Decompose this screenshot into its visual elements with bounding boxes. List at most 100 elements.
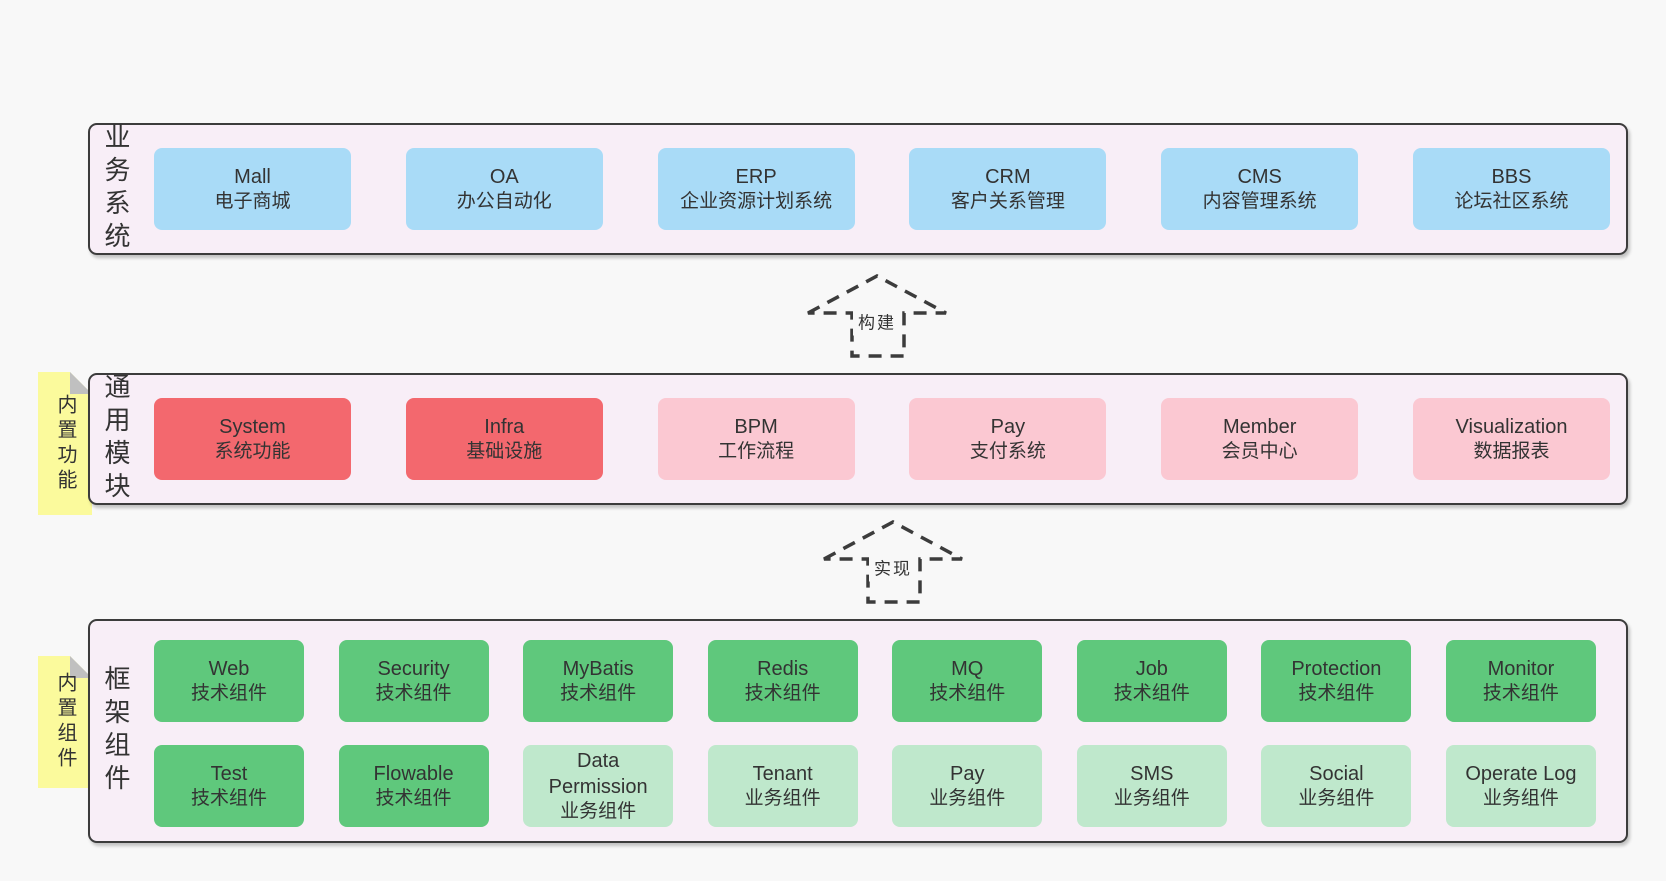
box-redis: Redis 技术组件 <box>707 640 858 722</box>
box-title: Protection <box>1291 657 1382 680</box>
box-title: Web <box>208 657 250 680</box>
box-job: Job 技术组件 <box>1076 640 1227 722</box>
box-subtitle: 技术组件 <box>375 682 452 704</box>
box-subtitle: 业务组件 <box>1113 787 1190 809</box>
box-subtitle: 办公自动化 <box>456 190 552 212</box>
box-title: Mall <box>234 165 271 188</box>
box-subtitle: 业务组件 <box>560 800 637 822</box>
box-subtitle: 系统功能 <box>214 440 291 462</box>
box-title: SMS <box>1130 762 1174 785</box>
box-title: Pay <box>950 762 985 785</box>
sticky-note-label: 内置功能 <box>54 393 76 494</box>
box-subtitle: 技术组件 <box>190 682 267 704</box>
box-sms: SMS 业务组件 <box>1076 745 1227 827</box>
box-erp: ERP 企业资源计划系统 <box>657 148 855 230</box>
band-business-systems: 业务系统 Mall 电子商城 OA 办公自动化 ERP 企业资源计划系统 CRM… <box>88 123 1628 255</box>
box-web: Web 技术组件 <box>154 640 304 722</box>
box-subtitle: 内容管理系统 <box>1202 190 1317 212</box>
box-title: Security <box>377 657 450 680</box>
box-subtitle: 电子商城 <box>214 190 291 212</box>
box-data-permission: Data Permission 业务组件 <box>523 745 674 827</box>
band-common-modules-label: 通用模块 <box>101 373 131 505</box>
box-title: Pay <box>990 415 1026 438</box>
box-protection: Protection 技术组件 <box>1261 640 1412 722</box>
box-bpm: BPM 工作流程 <box>657 398 855 480</box>
band-common-modules: 通用模块 System 系统功能 Infra 基础设施 BPM 工作流程 Pay… <box>88 373 1628 505</box>
box-title: CRM <box>985 165 1031 188</box>
box-subtitle: 业务组件 <box>929 787 1006 809</box>
box-subtitle: 基础设施 <box>466 440 543 462</box>
box-title: CMS <box>1237 165 1282 188</box>
box-subtitle: 企业资源计划系统 <box>680 190 833 212</box>
box-subtitle: 业务组件 <box>1298 787 1375 809</box>
box-system: System 系统功能 <box>154 398 351 480</box>
up-arrow-icon <box>823 520 963 604</box>
box-row: Test 技术组件 Flowable 技术组件 Data Permission … <box>154 745 1596 827</box>
box-title: Flowable <box>373 762 454 785</box>
box-mybatis: MyBatis 技术组件 <box>523 640 674 722</box>
box-title: System <box>219 415 286 438</box>
box-mq: MQ 技术组件 <box>892 640 1043 722</box>
box-member: Member 会员中心 <box>1161 398 1359 480</box>
arrow-implement: 实现 <box>822 518 964 604</box>
box-security: Security 技术组件 <box>338 640 489 722</box>
box-infra: Infra 基础设施 <box>405 398 603 480</box>
box-title: Visualization <box>1455 415 1568 438</box>
box-subtitle: 数据报表 <box>1473 440 1550 462</box>
box-subtitle: 技术组件 <box>1298 682 1375 704</box>
box-title: Monitor <box>1487 657 1555 680</box>
box-oa: OA 办公自动化 <box>405 148 603 230</box>
box-title: BBS <box>1491 165 1532 188</box>
box-title: Test <box>210 762 248 785</box>
box-crm: CRM 客户关系管理 <box>909 148 1107 230</box>
arrow-build: 构建 <box>806 272 948 358</box>
box-tenant: Tenant 业务组件 <box>707 745 858 827</box>
box-bbs: BBS 论坛社区系统 <box>1412 148 1610 230</box>
sticky-note-label: 内置组件 <box>54 672 76 772</box>
box-subtitle: 工作流程 <box>718 440 795 462</box>
box-title: BPM <box>734 415 778 438</box>
box-visualization: Visualization 数据报表 <box>1412 398 1610 480</box>
box-title: Redis <box>757 657 809 680</box>
box-title: ERP <box>735 165 777 188</box>
box-row: Mall 电子商城 OA 办公自动化 ERP 企业资源计划系统 CRM 客户关系… <box>154 125 1610 253</box>
box-subtitle: 业务组件 <box>1482 787 1559 809</box>
box-subtitle: 技术组件 <box>560 682 637 704</box>
box-subtitle: 技术组件 <box>190 787 267 809</box>
box-title: MQ <box>951 657 984 680</box>
box-title: Data Permission <box>548 749 648 798</box>
box-subtitle: 技术组件 <box>929 682 1006 704</box>
box-row: Web 技术组件 Security 技术组件 MyBatis 技术组件 Redi… <box>154 640 1596 722</box>
band-framework-components-label: 框架组件 <box>101 665 131 797</box>
arrow-implement-label: 实现 <box>869 552 917 582</box>
band-framework-components: 框架组件 Web 技术组件 Security 技术组件 MyBatis 技术组件… <box>88 619 1628 843</box>
box-pay: Pay 支付系统 <box>909 398 1107 480</box>
box-pay-business: Pay 业务组件 <box>892 745 1043 827</box>
box-row: System 系统功能 Infra 基础设施 BPM 工作流程 Pay 支付系统… <box>154 375 1610 503</box>
box-subtitle: 技术组件 <box>744 682 821 704</box>
box-title: MyBatis <box>562 657 634 680</box>
box-title: Operate Log <box>1465 762 1577 785</box>
band-business-systems-label: 业务系统 <box>101 123 131 255</box>
box-title: Member <box>1223 415 1297 438</box>
box-subtitle: 技术组件 <box>1113 682 1190 704</box>
box-title: Social <box>1309 762 1364 785</box>
sticky-note-builtin-components: 内置组件 <box>38 656 92 788</box>
box-subtitle: 论坛社区系统 <box>1454 190 1569 212</box>
box-operate-log: Operate Log 业务组件 <box>1445 745 1596 827</box>
up-arrow-icon <box>807 274 947 358</box>
box-title: Job <box>1135 657 1168 680</box>
box-subtitle: 会员中心 <box>1221 440 1298 462</box>
box-monitor: Monitor 技术组件 <box>1445 640 1596 722</box>
box-title: Tenant <box>752 762 813 785</box>
arrow-build-label: 构建 <box>853 306 901 336</box>
box-flowable: Flowable 技术组件 <box>338 745 489 827</box>
box-subtitle: 支付系统 <box>969 440 1046 462</box>
box-test: Test 技术组件 <box>154 745 304 827</box>
box-mall: Mall 电子商城 <box>154 148 351 230</box>
box-subtitle: 技术组件 <box>375 787 452 809</box>
box-subtitle: 技术组件 <box>1482 682 1559 704</box>
box-subtitle: 业务组件 <box>744 787 821 809</box>
sticky-note-builtin-features: 内置功能 <box>38 372 92 515</box>
